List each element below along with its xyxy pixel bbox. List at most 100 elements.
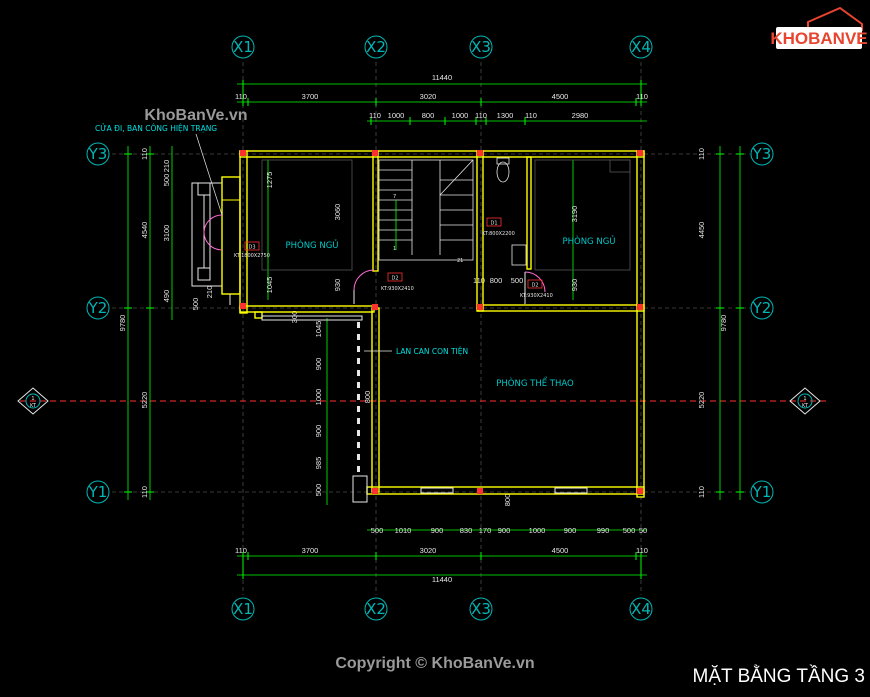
door-tag-d1-code: D1 [490,221,497,227]
door-tag-d3-size: KT:1800X2750 [234,253,270,259]
dim-top-sub-8: 2980 [572,111,589,120]
door-swings [353,269,546,304]
axis-label-x4-bottom: X4 [631,600,651,618]
dim-corr-3: 1000 [314,389,323,406]
dim-top-5: 110 [636,92,648,101]
axis-label-y3-left: Y3 [88,145,108,163]
wc-fixtures [496,157,527,266]
axis-label-y2-left: Y2 [88,299,108,317]
axis-lines [112,62,750,595]
watermark-copyright: Copyright © KhoBanVe.vn [335,655,534,672]
dim-left-3100: 3100 [162,225,171,242]
dim-left-500: 500 [162,174,171,187]
dim-bot-2: 3700 [302,546,319,555]
room-labels: PHÒNG NGỦ PHÒNG NGỦ PHÒNG THỂ THAO [285,235,615,389]
dim-room1-2: 3060 [333,204,342,221]
drawing-title: MẶT BẰNG TẦNG 3 [693,665,865,687]
axis-label-y1-right: Y1 [752,483,772,501]
note-railing: LAN CAN CON TIỆN [396,347,468,356]
dim-overall-top: 11440 [432,73,452,82]
balcony [197,182,240,305]
dim-top-4: 4500 [552,92,569,101]
railing [352,322,368,503]
axis-label-x1-bottom: X1 [233,600,253,618]
stair-label-7: 7 [393,194,396,200]
dim-top-sub-3: 800 [422,111,435,120]
dim-bot-5: 110 [636,546,648,555]
dim-bot-sub-6: 900 [498,526,511,535]
section-marker-left: 1 KT [17,387,49,415]
dim-right-outer: 9780 [719,315,728,332]
door-tag-d2b-size: KT:930X2410 [520,293,553,299]
dim-right-a: 4450 [697,222,706,239]
dim-top-3: 3020 [420,92,437,101]
columns [240,150,643,494]
axis-label-x2-top: X2 [366,38,386,56]
windows [420,487,588,494]
section-ref-left: KT [30,403,37,409]
section-ref-right: KT [802,403,809,409]
watermark-top: KhoBanVe.vn [144,107,247,124]
door-tag-d2a-code: D2 [391,276,398,282]
dim-right-b: 5220 [697,392,706,409]
dim-bot-sub-4: 830 [460,526,473,535]
dim-room1-1: 1275 [265,172,274,189]
door-tag-d2a-size: KT:930X2410 [381,286,414,292]
note-existing-door: CỬA ĐI, BAN CÔNG HIỆN TRẠNG [95,124,217,133]
dim-pass-2: 800 [490,276,503,285]
dim-left-210: 210 [162,160,171,173]
dimension-lines [127,83,741,576]
dimension-texts: 11440 110 3700 3020 4500 110 110 1000 80… [118,73,728,584]
dim-top-sub-7: 110 [525,111,537,120]
dim-bot-sub-3: 900 [431,526,444,535]
dim-pass-1: 110 [473,276,485,285]
dim-corr-2: 900 [314,358,323,371]
dim-left-b: 5220 [140,392,149,409]
dim-bot-1: 110 [235,546,247,555]
dim-room2-1: 3190 [570,206,579,223]
dim-top-sub-5: 110 [475,111,487,120]
grid-bubbles [86,35,774,621]
room-label-gym: PHÒNG THỂ THAO [496,376,574,389]
dim-right-110-top: 110 [697,148,706,160]
dim-misc-300a: 300 [290,311,299,324]
dim-left-500b: 500 [191,298,200,311]
logo-text: KHOBANVE [770,29,867,48]
dim-bot-sub-8: 900 [564,526,577,535]
dim-left-210b: 210 [205,286,214,299]
logo: KHOBANVE [770,6,868,49]
dimension-ticks [124,80,744,579]
section-marker-right: 1 KT [789,387,821,415]
dim-left-490: 490 [162,290,171,303]
dim-top-sub-2: 1000 [388,111,405,120]
axis-label-x2-bottom: X2 [366,600,386,618]
dim-room1-3: 1045 [265,277,274,294]
section-num-left: 1 [31,396,34,402]
dim-top-sub-6: 1300 [497,111,514,120]
axis-label-y2-right: Y2 [752,299,772,317]
staircase [378,159,474,261]
stair-label-1: 1 [393,246,396,252]
dim-misc-800a: 800 [363,391,372,404]
dim-top-sub-1: 110 [369,111,381,120]
grid-bubble-labels: X1 X2 X3 X4 X1 X2 X3 X4 Y3 Y2 Y1 Y3 Y2 Y… [88,38,772,618]
section-num-right: 1 [803,396,806,402]
dim-top-1: 110 [235,92,247,101]
dim-bot-sub-9: 990 [597,526,610,535]
dim-left-outer: 9780 [118,315,127,332]
dim-left-a: 4540 [140,222,149,239]
dim-corr-4: 900 [314,425,323,438]
notes: CỬA ĐI, BAN CÔNG HIỆN TRẠNG LAN CAN CON … [95,124,468,356]
axis-label-y3-right: Y3 [752,145,772,163]
axis-label-x4-top: X4 [631,38,651,56]
dim-bot-4: 4500 [552,546,569,555]
axis-label-x3-top: X3 [471,38,491,56]
dim-left-110-bottom: 110 [140,486,149,498]
dim-bot-sub-7: 1000 [529,526,546,535]
axis-label-y1-left: Y1 [88,483,108,501]
dim-left-110-top: 110 [140,148,149,160]
room-label-bedroom-right: PHÒNG NGỦ [562,235,615,247]
axis-label-x1-top: X1 [233,38,253,56]
dim-corr-1: 1045 [314,321,323,338]
